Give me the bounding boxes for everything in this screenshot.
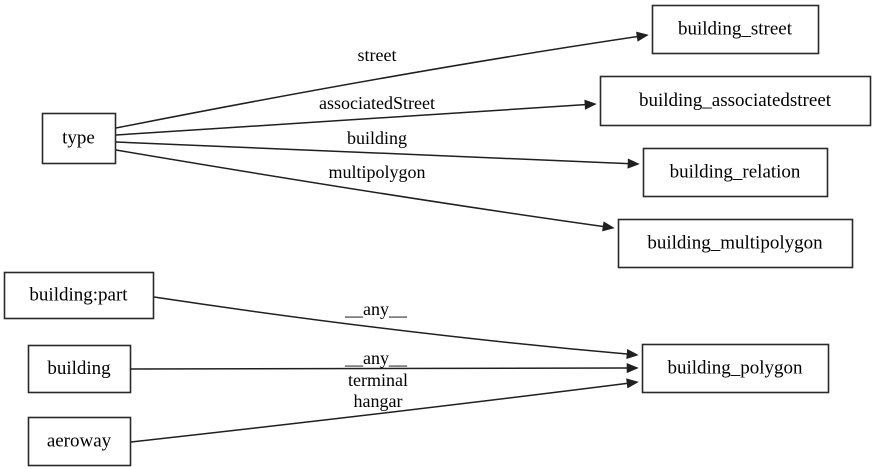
edge-line xyxy=(153,296,628,355)
edge-label: terminal xyxy=(348,370,408,390)
edge-type-to-building_associatedstreet xyxy=(115,99,597,136)
edge-building_part-to-building_polygon xyxy=(153,296,639,360)
edges-layer xyxy=(115,31,649,443)
node-box[interactable] xyxy=(642,147,829,198)
node-box[interactable] xyxy=(617,218,854,269)
edge-line xyxy=(115,149,604,228)
edge-label: street xyxy=(358,45,397,65)
edge-arrowhead-icon xyxy=(636,31,649,42)
node-label: building_multipolygon xyxy=(647,232,823,253)
edge-type-to-building_relation xyxy=(115,141,640,169)
edge-type-to-building_multipolygon xyxy=(115,149,615,232)
node-building_relation[interactable]: building_relation xyxy=(642,147,829,198)
edge-arrowhead-icon xyxy=(602,221,615,232)
edge-line xyxy=(130,382,628,443)
edge-label: multipolygon xyxy=(328,162,425,182)
node-building_part[interactable]: building:part xyxy=(3,271,155,320)
node-box[interactable] xyxy=(641,343,830,394)
edge-label: building xyxy=(347,128,407,148)
node-label: building xyxy=(47,358,111,379)
edge-line xyxy=(115,35,638,129)
edge-labels-layer: street associatedStreet building multipolyg… xyxy=(319,45,435,411)
nodes-layer: type building_street building_associatedst… xyxy=(3,4,872,467)
node-box[interactable] xyxy=(27,416,132,467)
edge-aeroway-to-building_polygon xyxy=(130,378,639,443)
node-building_associatedstreet[interactable]: building_associatedstreet xyxy=(599,75,872,127)
node-label: building_street xyxy=(678,18,793,39)
edge-arrowhead-icon xyxy=(626,348,639,360)
edge-label: __any__ xyxy=(344,348,408,368)
node-building_street[interactable]: building_street xyxy=(651,4,820,55)
node-building_multipolygon[interactable]: building_multipolygon xyxy=(617,218,854,269)
node-label: building:part xyxy=(29,284,128,305)
edge-line xyxy=(130,367,628,370)
node-box[interactable] xyxy=(3,271,155,320)
edge-type-to-building_street xyxy=(115,31,649,129)
edge-label-secondary: hangar xyxy=(354,391,403,411)
node-box[interactable] xyxy=(41,112,117,165)
node-label: building_associatedstreet xyxy=(639,90,832,111)
node-box[interactable] xyxy=(27,344,132,394)
edge-arrowhead-icon xyxy=(584,99,597,110)
edge-line xyxy=(115,103,586,136)
edge-line xyxy=(115,141,629,165)
node-box[interactable] xyxy=(651,4,820,55)
edge-label: associatedStreet xyxy=(319,93,435,113)
node-building_polygon[interactable]: building_polygon xyxy=(641,343,830,394)
edge-arrowhead-icon xyxy=(626,378,639,389)
node-label: building_relation xyxy=(670,161,801,182)
node-type[interactable]: type xyxy=(41,112,117,165)
edge-arrowhead-icon xyxy=(626,363,639,374)
node-aeroway[interactable]: aeroway xyxy=(27,416,132,467)
edge-arrowhead-icon xyxy=(627,158,640,169)
node-label: building_polygon xyxy=(667,357,803,378)
node-label: aeroway xyxy=(47,430,112,451)
node-building[interactable]: building xyxy=(27,344,132,394)
node-box[interactable] xyxy=(599,75,872,127)
node-label: type xyxy=(62,127,95,148)
edge-label: __any__ xyxy=(344,299,408,319)
edge-building-to-building_polygon xyxy=(130,363,639,374)
